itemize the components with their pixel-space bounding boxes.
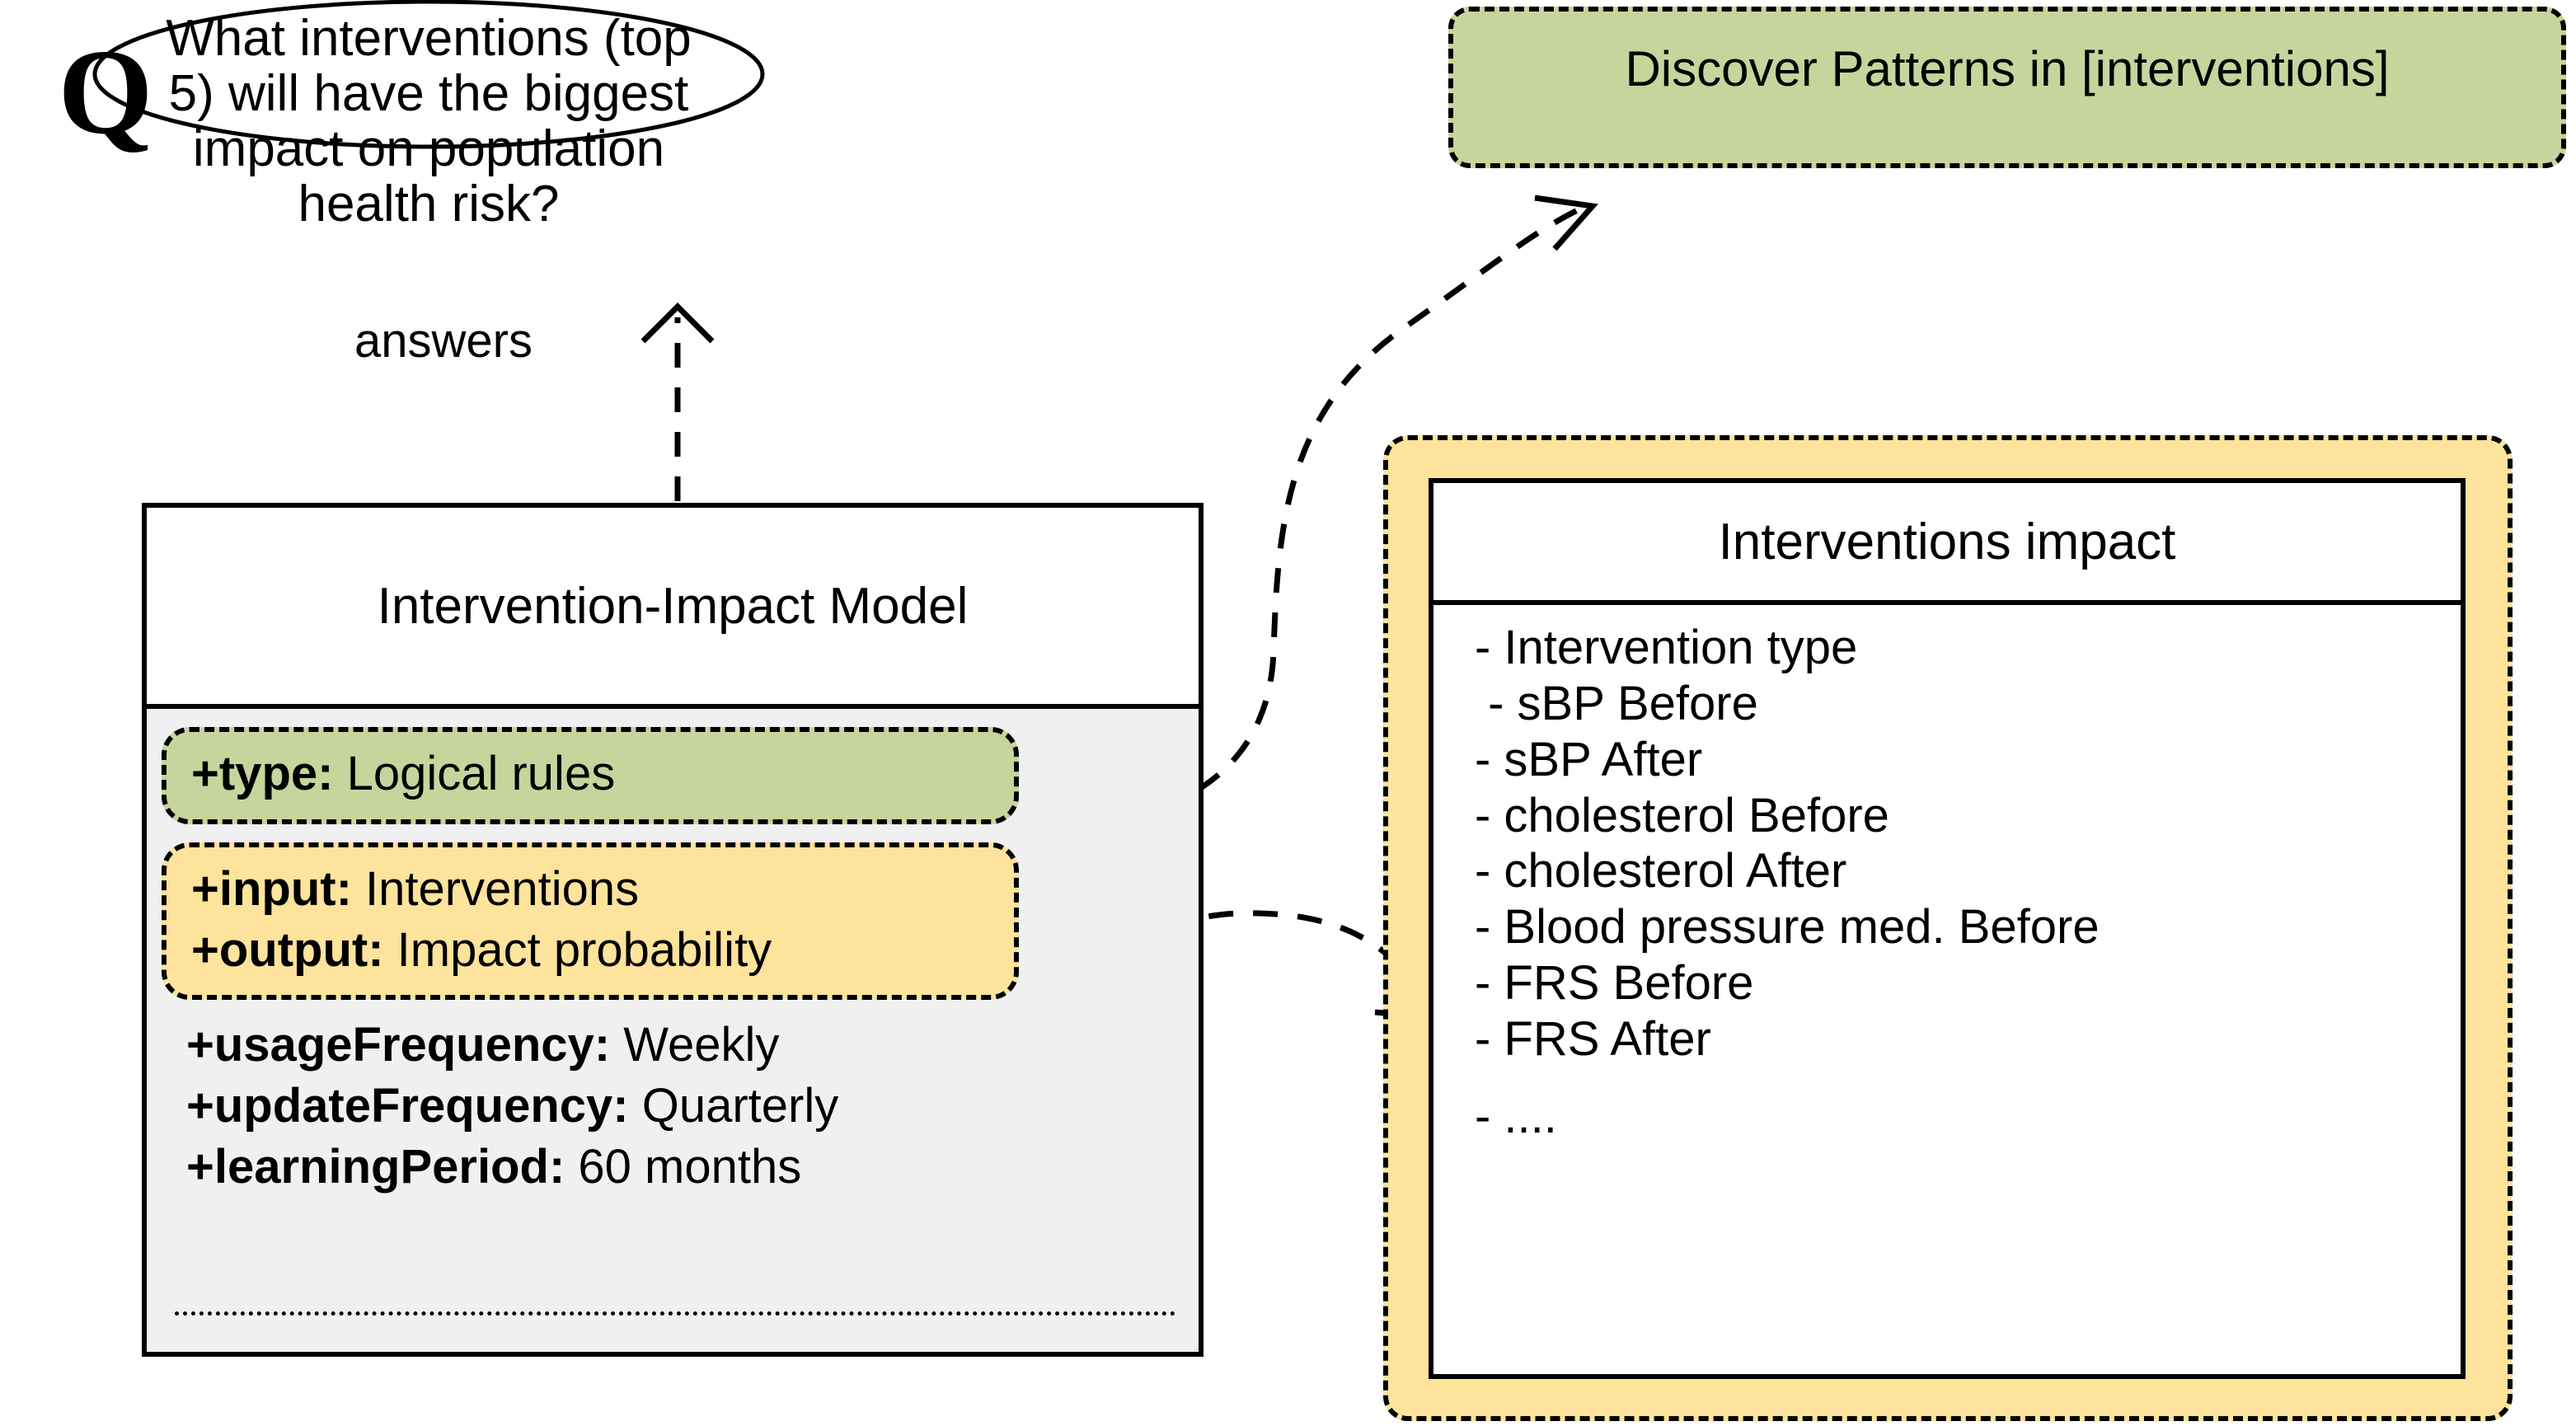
model-title-compartment: Intervention-Impact Model bbox=[147, 508, 1199, 709]
attribute-learning-period: +learningPeriod: 60 months bbox=[147, 1137, 1199, 1198]
attribute-learning-period-value: 60 months bbox=[565, 1140, 802, 1194]
attribute-input-key: +input: bbox=[191, 862, 352, 917]
attribute-update-frequency-value: Quarterly bbox=[628, 1078, 839, 1133]
attribute-io-pill[interactable]: +input: Interventions +output: Impact pr… bbox=[162, 842, 1019, 1000]
attribute-usage-frequency: +usageFrequency: Weekly bbox=[147, 1015, 1199, 1076]
discovery-label: Discover Patterns in [interventions] bbox=[1625, 41, 2390, 96]
dataset-title: Interventions impact bbox=[1718, 513, 2176, 570]
intervention-impact-model-box[interactable]: Intervention-Impact Model +type: Logical… bbox=[142, 503, 1204, 1357]
dataset-attribute-item: - sBP Before bbox=[1475, 676, 1758, 730]
dataset-attribute-item: - FRS After bbox=[1475, 1012, 1711, 1067]
interventions-impact-table[interactable]: Interventions impact - Intervention type… bbox=[1429, 478, 2466, 1379]
dataset-attribute-item: - cholesterol After bbox=[1475, 844, 1847, 898]
attribute-type-pill[interactable]: +type: Logical rules bbox=[162, 727, 1019, 825]
answers-edge-label: answers bbox=[354, 314, 533, 368]
dataset-attribute-list: - Intervention type - sBP Before - sBP A… bbox=[1433, 605, 2461, 1145]
attribute-type-value: Logical rules bbox=[333, 747, 616, 800]
dataset-title-compartment: Interventions impact bbox=[1433, 483, 2461, 605]
question-text: What interventions (top 5) will have the… bbox=[166, 10, 692, 232]
attribute-output-value: Impact probability bbox=[383, 923, 772, 978]
model-attributes-compartment: +type: Logical rules +input: Interventio… bbox=[147, 709, 1199, 1352]
attribute-output-key: +output: bbox=[191, 923, 384, 978]
dataset-attribute-item: - cholesterol Before bbox=[1475, 788, 1889, 842]
model-title: Intervention-Impact Model bbox=[377, 577, 969, 635]
attribute-usage-frequency-key: +usageFrequency: bbox=[186, 1017, 611, 1072]
dataset-attribute-item: - FRS Before bbox=[1475, 956, 1754, 1011]
attribute-type-key: +type: bbox=[191, 747, 334, 800]
dataset-attribute-item: - .... bbox=[1475, 1089, 1557, 1143]
dataset-attribute-item: - Blood pressure med. Before bbox=[1475, 900, 2100, 955]
attribute-update-frequency: +updateFrequency: Quarterly bbox=[147, 1076, 1199, 1137]
answers-arrowhead-icon bbox=[640, 303, 715, 344]
attribute-update-frequency-key: +updateFrequency: bbox=[186, 1078, 629, 1133]
dataset-attribute-item: - Intervention type bbox=[1475, 621, 1858, 674]
attribute-output: +output: Impact probability bbox=[167, 920, 1014, 981]
attribute-usage-frequency-value: Weekly bbox=[610, 1017, 780, 1072]
question-ellipse bbox=[92, 0, 765, 149]
question-badge: Q bbox=[58, 25, 153, 160]
discovery-container[interactable] bbox=[1448, 7, 2566, 168]
dataset-attribute-item: - sBP After bbox=[1475, 732, 1703, 786]
attribute-learning-period-key: +learningPeriod: bbox=[186, 1140, 565, 1194]
attribute-type: +type: Logical rules bbox=[167, 743, 1014, 804]
model-operations-divider bbox=[175, 1311, 1175, 1316]
attribute-input-value: Interventions bbox=[351, 862, 640, 917]
attribute-input: +input: Interventions bbox=[167, 859, 1014, 920]
type-to-discovery-arrowhead-icon bbox=[1534, 195, 1598, 251]
